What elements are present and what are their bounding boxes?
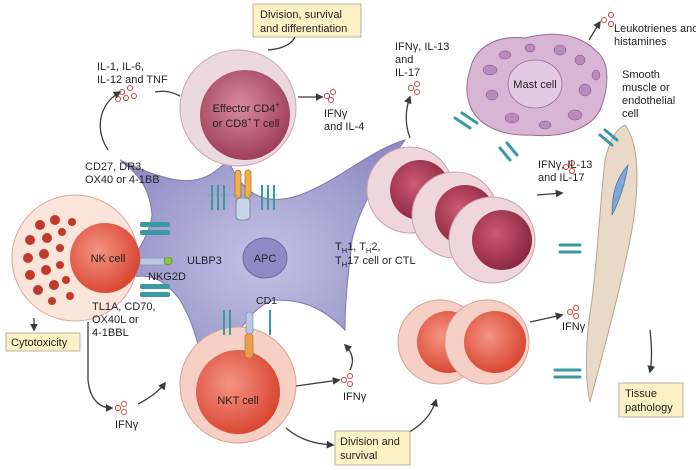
label-nkg2d: NKG2D — [148, 271, 186, 283]
label-costim-bottom-3: 4-1BBL — [92, 327, 129, 339]
nk-label: NK cell — [91, 253, 126, 265]
label-th-subsets-1: TH1, TH2, — [335, 241, 381, 255]
box-division-survival: Division and survival — [334, 430, 411, 466]
nkt-progeny-cells — [397, 299, 530, 385]
label-th-subsets-2: TH17 cell or CTL — [335, 255, 416, 269]
nk-cell: NK cell — [11, 194, 140, 322]
label-leukotrienes-2: histamines — [614, 36, 667, 48]
label-smooth-3: endothelial — [622, 95, 675, 107]
label-ifng-il4-1: IFNγ — [324, 108, 348, 120]
nkt-label: NKT cell — [217, 395, 258, 407]
cd1-complex: CD1 — [223, 295, 277, 359]
label-ifng-bottom: IFNγ — [562, 321, 586, 333]
effector-label-line2: or CD8+T cell — [212, 117, 279, 130]
nkt-cell: NKT cell — [179, 326, 297, 444]
box-text-3a: Division and — [340, 436, 400, 448]
label-costim-bottom-2: OX40L or — [92, 314, 139, 326]
label-smooth-1: Smooth — [622, 69, 660, 81]
nk-granules — [23, 215, 76, 305]
label-ifng-mast-1: IFNγ, IL-13 — [395, 41, 449, 53]
box-division-survival-differentiation: Division, survival and differentiation — [252, 3, 362, 38]
label-il-top-2: IL-12 and TNF — [97, 74, 168, 86]
box-text-1b: and differentiation — [260, 23, 347, 35]
label-ifng-nkt: IFNγ — [343, 391, 367, 403]
box-tissue-pathology: Tissue pathology — [618, 382, 684, 418]
box-text-3b: survival — [340, 450, 377, 462]
box-text-2: Cytotoxicity — [11, 337, 68, 349]
label-ifng-nk: IFNγ — [115, 419, 139, 431]
label-ifng-smooth-2: and IL-17 — [538, 172, 584, 184]
box-cytotoxicity: Cytotoxicity — [5, 332, 81, 352]
effector-t-cell: Effector CD4+ or CD8+T cell — [179, 49, 297, 167]
label-smooth-4: cell — [622, 108, 639, 120]
apc-nucleus — [242, 237, 288, 279]
label-ifng-mast-2: and — [395, 54, 413, 66]
label-costim-bottom-1: TL1A, CD70, — [92, 301, 156, 313]
label-il-top-1: IL-1, IL-6, — [97, 61, 144, 73]
mast-granules — [482, 43, 601, 130]
mast-label: Mast cell — [513, 79, 556, 91]
label-ifng-mast-3: IL-17 — [395, 67, 420, 79]
box-text-4a: Tissue — [625, 388, 657, 400]
receptor-pairs — [453, 111, 619, 379]
label-ifng-smooth-1: IFNγ, IL-13 — [538, 159, 592, 171]
cd1-label: CD1 — [256, 295, 277, 307]
effector-label-line1: Effector CD4+ — [213, 102, 280, 115]
label-costim-top-1: CD27, DR3, — [85, 161, 144, 173]
th-cell-stack — [366, 146, 536, 284]
mast-cell: Mast cell — [466, 33, 608, 137]
label-ifng-il4-2: and IL-4 — [324, 121, 364, 133]
smooth-muscle-cell — [585, 124, 638, 403]
tcr-mhc-complex — [208, 169, 278, 221]
nk-receptors — [139, 222, 173, 297]
box-text-1a: Division, survival — [260, 9, 342, 21]
label-costim-top-2: OX40 or 4-1BB — [85, 174, 160, 186]
box-text-4b: pathology — [625, 402, 673, 414]
label-leukotrienes-1: Leukotrienes and — [614, 23, 696, 35]
apc-label: APC — [254, 253, 277, 265]
label-smooth-2: muscle or — [622, 82, 670, 94]
label-ulbp3: ULBP3 — [187, 255, 222, 267]
